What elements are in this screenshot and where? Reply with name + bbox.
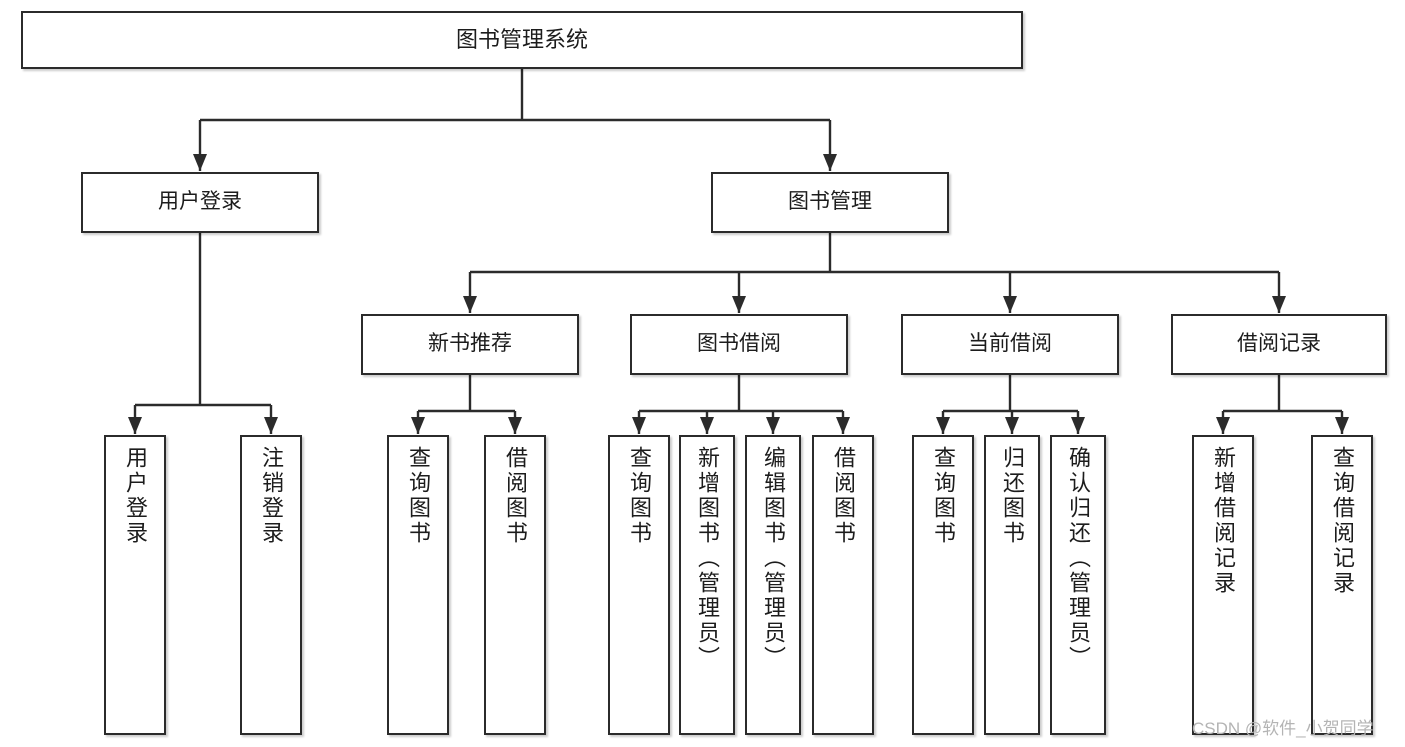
node-leaf-confirm-return[interactable]: 确认归还（管理员）	[1050, 435, 1106, 735]
node-borrow-record-label: 借阅记录	[1237, 332, 1321, 356]
node-root-label: 图书管理系统	[455, 27, 588, 53]
node-user-login-label: 用户登录	[158, 190, 242, 214]
node-borrow-record[interactable]: 借阅记录	[1171, 314, 1387, 375]
node-leaf-query-book-3-label: 查询图书	[931, 446, 956, 546]
node-leaf-borrow-book-2-label: 借阅图书	[831, 446, 856, 546]
node-leaf-user-login-label: 用户登录	[123, 446, 148, 546]
node-leaf-user-login[interactable]: 用户登录	[104, 435, 166, 735]
node-leaf-return-book[interactable]: 归还图书	[984, 435, 1040, 735]
node-leaf-borrow-book-1[interactable]: 借阅图书	[484, 435, 546, 735]
node-leaf-query-book-2[interactable]: 查询图书	[608, 435, 670, 735]
node-leaf-logout-label: 注销登录	[259, 446, 284, 546]
node-leaf-query-book-1[interactable]: 查询图书	[387, 435, 449, 735]
node-leaf-confirm-return-label: 确认归还（管理员）	[1066, 446, 1091, 671]
node-leaf-add-book-label: 新增图书（管理员）	[695, 446, 720, 671]
node-book-borrow[interactable]: 图书借阅	[630, 314, 848, 375]
node-book-manage-label: 图书管理	[788, 190, 872, 214]
node-leaf-logout[interactable]: 注销登录	[240, 435, 302, 735]
node-leaf-query-record[interactable]: 查询借阅记录	[1311, 435, 1373, 735]
node-leaf-edit-book-label: 编辑图书（管理员）	[761, 446, 786, 671]
node-leaf-query-book-1-label: 查询图书	[406, 446, 431, 546]
node-leaf-return-book-label: 归还图书	[1000, 446, 1025, 546]
node-current-borrow-label: 当前借阅	[968, 332, 1052, 356]
node-leaf-query-book-3[interactable]: 查询图书	[912, 435, 974, 735]
node-book-borrow-label: 图书借阅	[697, 332, 781, 356]
node-leaf-add-book[interactable]: 新增图书（管理员）	[679, 435, 735, 735]
node-new-book-rec-label: 新书推荐	[428, 332, 512, 356]
node-leaf-add-record[interactable]: 新增借阅记录	[1192, 435, 1254, 735]
node-user-login[interactable]: 用户登录	[81, 172, 319, 233]
node-leaf-query-book-2-label: 查询图书	[627, 446, 652, 546]
node-leaf-add-record-label: 新增借阅记录	[1211, 446, 1236, 596]
node-new-book-rec[interactable]: 新书推荐	[361, 314, 579, 375]
node-book-manage[interactable]: 图书管理	[711, 172, 949, 233]
node-current-borrow[interactable]: 当前借阅	[901, 314, 1119, 375]
csdn-watermark: CSDN @软件_小贺同学	[1192, 719, 1374, 738]
node-leaf-edit-book[interactable]: 编辑图书（管理员）	[745, 435, 801, 735]
node-leaf-borrow-book-2[interactable]: 借阅图书	[812, 435, 874, 735]
node-leaf-borrow-book-1-label: 借阅图书	[503, 446, 528, 546]
node-root[interactable]: 图书管理系统	[21, 11, 1023, 69]
node-leaf-query-record-label: 查询借阅记录	[1330, 446, 1355, 596]
